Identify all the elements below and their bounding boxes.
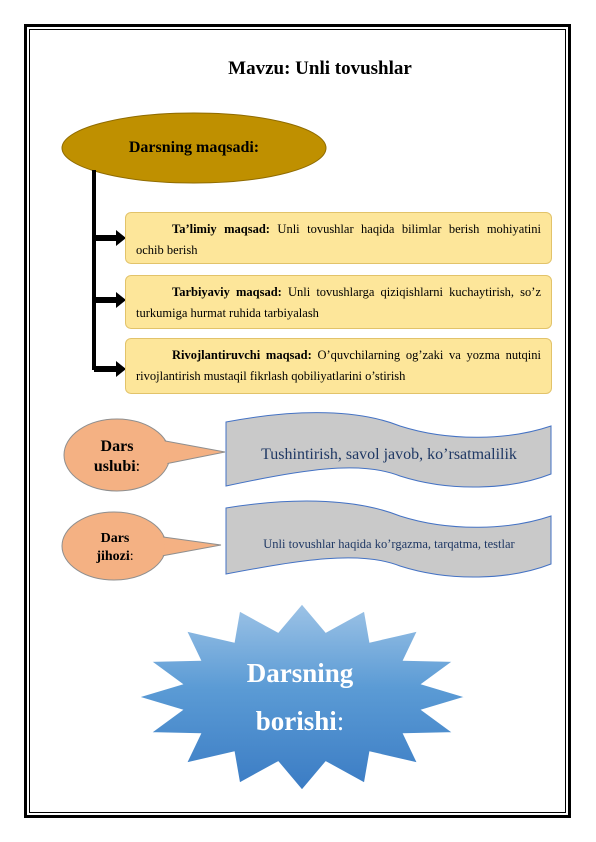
method-bubble (63, 418, 226, 492)
goal-lead: Rivojlantiruvchi maqsad: (172, 348, 312, 362)
goal-header-label: Darsning maqsadi: (128, 139, 260, 156)
method-label: Dars uslubi: (93, 438, 141, 475)
arrow-2 (94, 292, 126, 308)
goal-lead: Ta’limiy maqsad: (172, 222, 270, 236)
page-border-outer (24, 24, 571, 818)
goal-header-ellipse (61, 112, 327, 184)
page-title: Mavzu: Unli tovushlar (228, 58, 412, 79)
equipment-label: Dars jihozi: (96, 531, 134, 564)
progress-title-line1: Darsning (246, 658, 354, 688)
progress-title-line2: borishi: (255, 706, 345, 736)
equipment-bubble (61, 511, 222, 581)
goal-lead: Tarbiyaviy maqsad: (172, 285, 282, 299)
progress-star (137, 603, 467, 791)
page-border-inner (29, 29, 566, 813)
equipment-value: Unli tovushlar haqida ko’rgazma, tarqatm… (263, 537, 515, 551)
method-banner (225, 412, 552, 488)
connector-line (92, 170, 96, 370)
goal-box-upbringing: Tarbiyaviy maqsad: Unli tovushlarga qizi… (125, 275, 552, 329)
goal-box-educational: Ta’limiy maqsad: Unli tovushlar haqida b… (125, 212, 552, 264)
goal-text: O’quvchilarning og’zaki va yozma nutqini… (136, 348, 541, 383)
arrow-3 (94, 361, 126, 377)
goal-text: Unli tovushlar haqida bilimlar berish mo… (136, 222, 541, 257)
goal-text: Unli tovushlarga qiziqishlarni kuchaytir… (136, 285, 542, 320)
method-value: Tushintirish, savol javob, ko’rsatmalili… (261, 446, 517, 463)
goal-box-developmental: Rivojlantiruvchi maqsad: O’quvchilarning… (125, 338, 552, 394)
equipment-banner (225, 500, 552, 578)
arrow-1 (94, 230, 126, 246)
